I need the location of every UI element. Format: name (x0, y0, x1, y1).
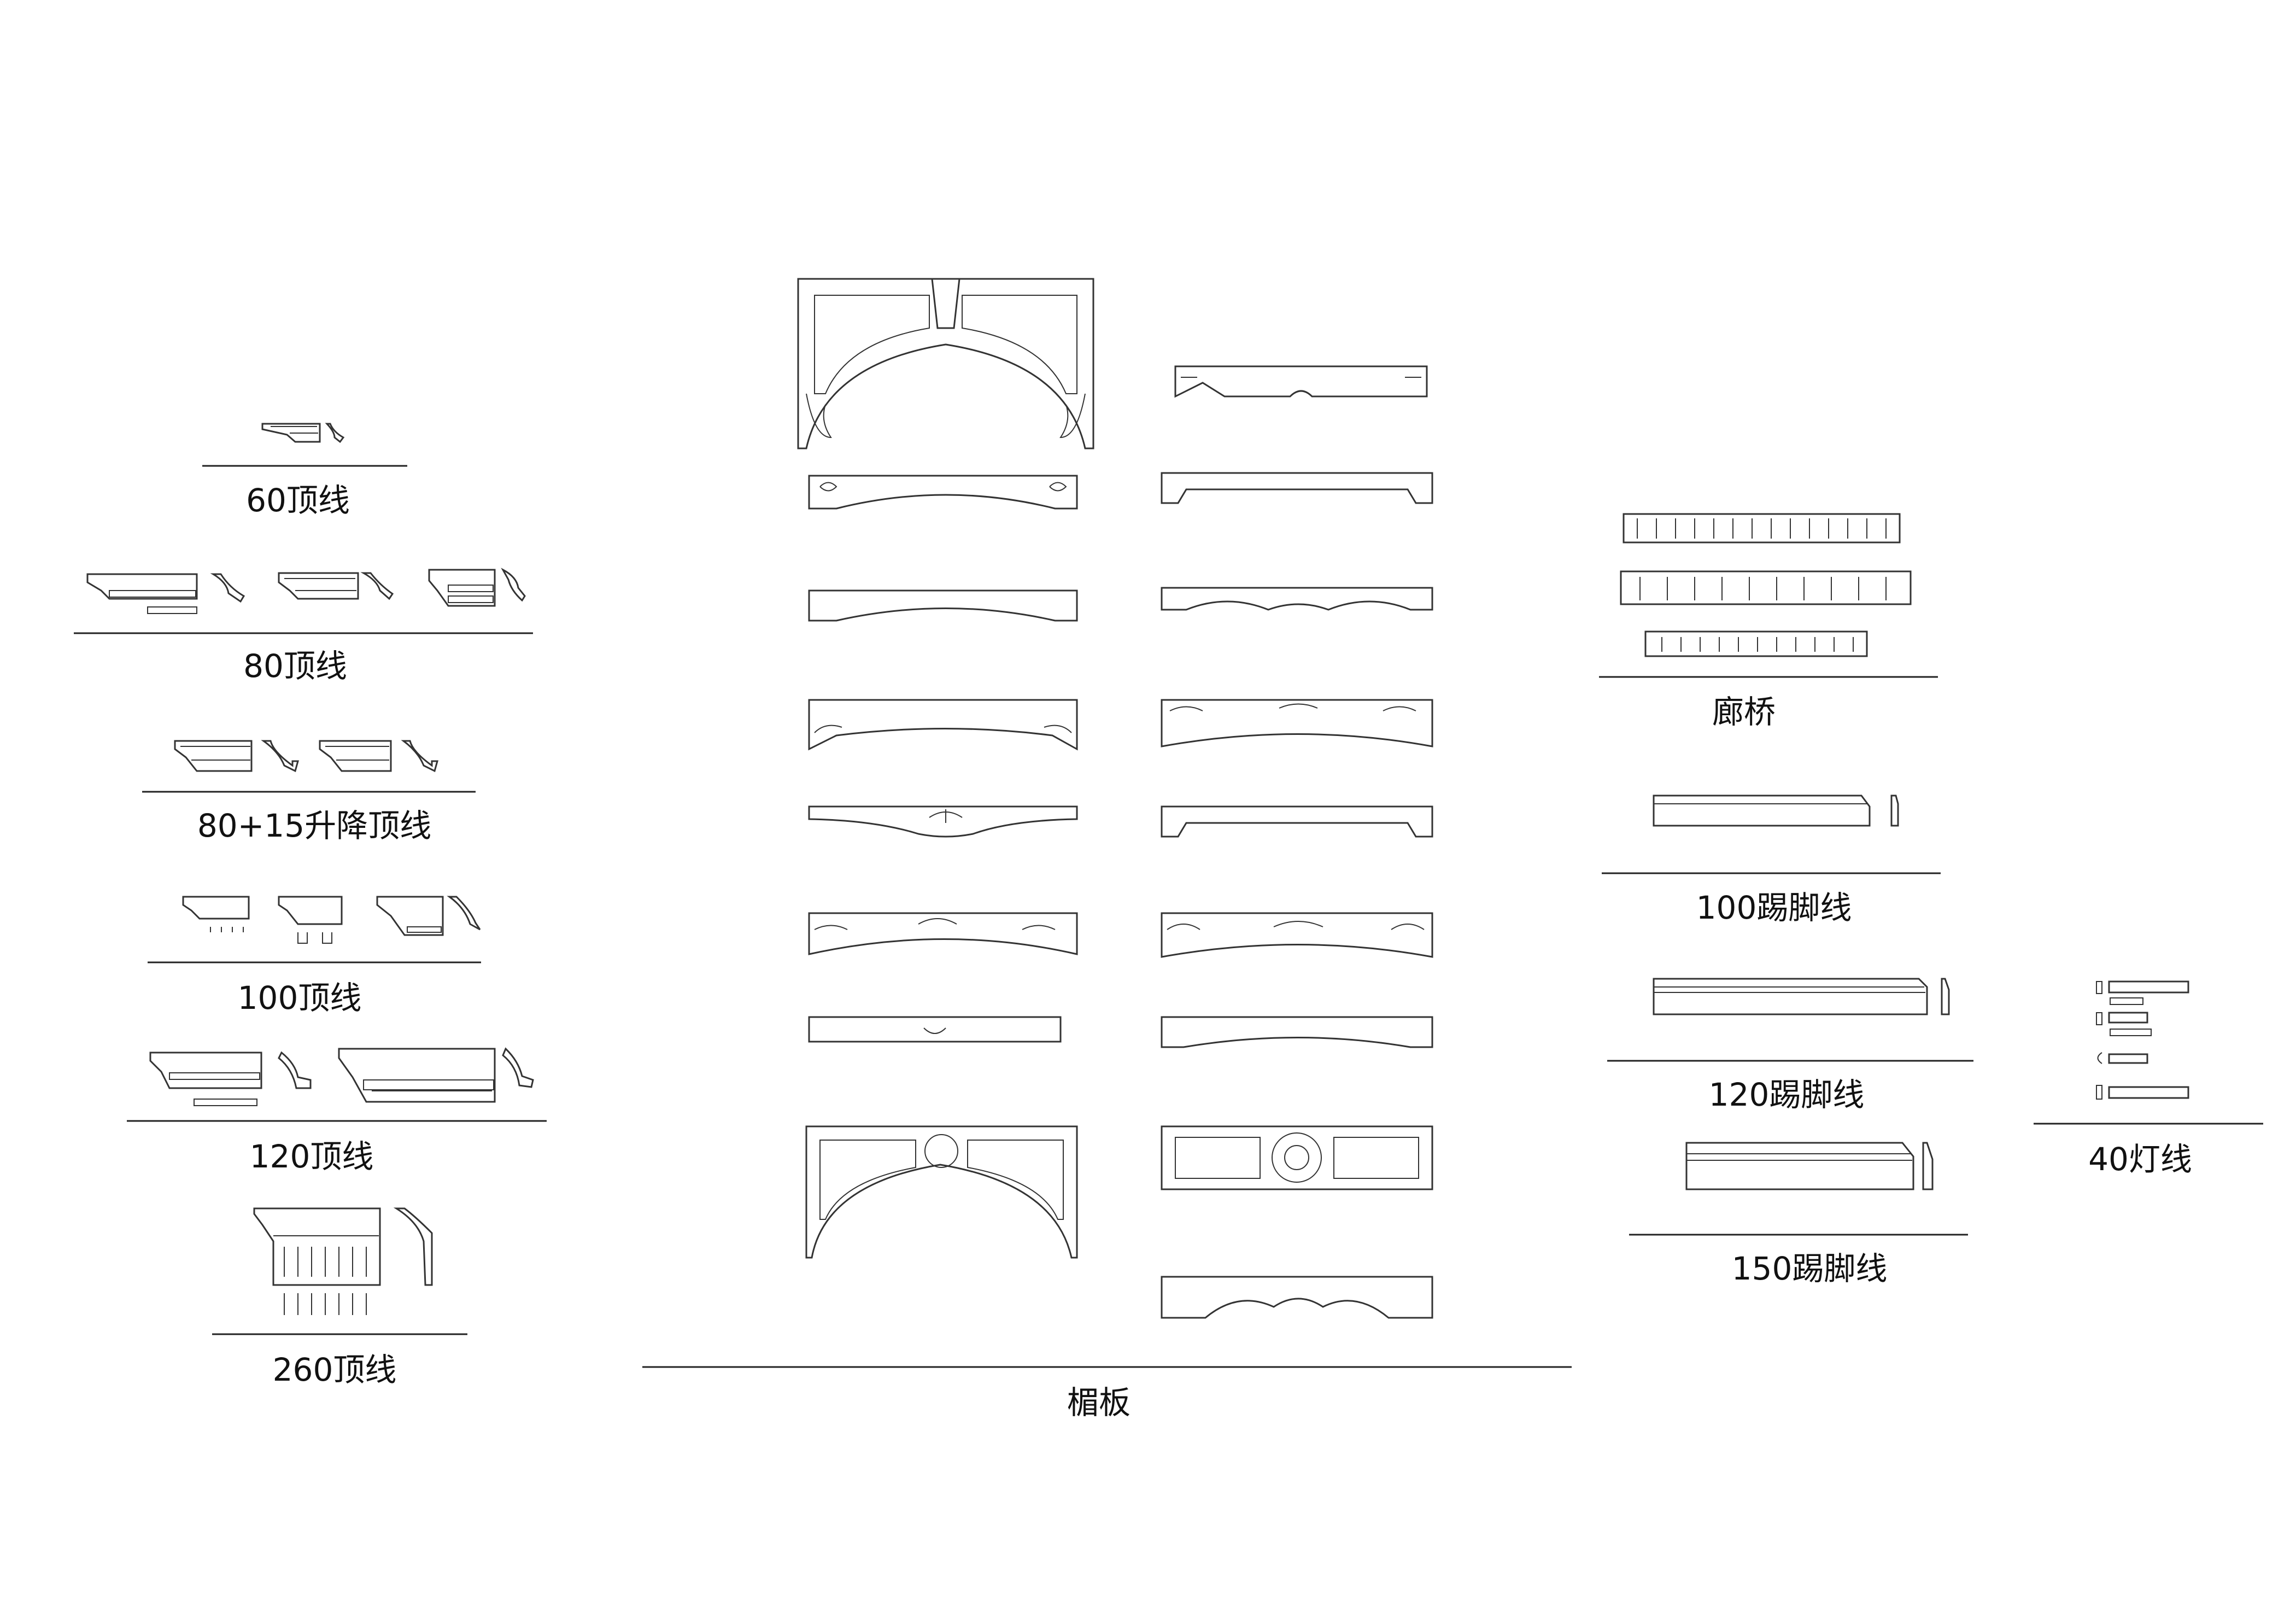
skirting-100-profile (1890, 795, 1899, 827)
crown-80-15-elevation-b (319, 740, 392, 772)
gallery-railing-b (1620, 570, 1912, 605)
crown-60-label: 60顶线 (246, 482, 350, 519)
crown-60-elevation (261, 423, 321, 443)
lintel-group: 楣板 (642, 278, 1572, 1421)
lintel-panel-arched-medallion (805, 1125, 1078, 1259)
skirting-150-profile (1922, 1142, 1934, 1190)
lintel-panel-arched-corner-ornament (808, 912, 1078, 955)
crown-80-15-label: 80+15升降顶线 (197, 807, 431, 844)
lintel-panel-corner-scroll (808, 699, 1078, 751)
crown-80-15-group: 80+15升降顶线 (142, 740, 476, 844)
gallery-group: 廊桥 (1599, 513, 1938, 731)
skirting-120-label: 120踢脚线 (1709, 1076, 1865, 1113)
crown-80-profile-c (501, 568, 526, 602)
crown-80-dentil-elevation (86, 573, 198, 614)
crown-100-group: 100顶线 (148, 896, 481, 1017)
crown-260-profile (393, 1207, 433, 1286)
lintel-panel-center-shell (808, 1016, 1062, 1043)
light-40-strip-a (2096, 980, 2189, 1005)
skirting-100-elevation (1653, 795, 1871, 827)
crown-100-elevation-b (278, 896, 343, 944)
gallery-label: 廊桥 (1712, 693, 1776, 731)
crown-120-profile-b (502, 1047, 534, 1088)
lintel-panel-rosette (1161, 1125, 1433, 1190)
lintel-panel-floral-arch (1161, 912, 1433, 958)
crown-260-group: 260顶线 (212, 1207, 467, 1388)
light-40-strip-c (2097, 1052, 2148, 1064)
crown-80-15-profile-a (261, 740, 299, 773)
lintel-label: 楣板 (1067, 1384, 1131, 1421)
crown-60-group: 60顶线 (202, 423, 407, 519)
crown-260-fluted-elevation (253, 1207, 381, 1315)
lintel-panel-floral-garland (1161, 699, 1433, 747)
lintel-panel-double-scallop (1161, 587, 1433, 611)
skirting-100-group: 100踢脚线 (1602, 795, 1941, 926)
lintel-panel-arched-keystone (797, 278, 1094, 449)
lintel-panel-stepped-b (1161, 805, 1433, 838)
lintel-panel-leaf-arched (808, 475, 1078, 510)
light-40-label: 40灯线 (2088, 1141, 2192, 1178)
crown-80-group: 80顶线 (74, 568, 533, 685)
skirting-150-label: 150踢脚线 (1732, 1250, 1888, 1287)
crown-60-profile (325, 423, 345, 443)
lintel-panel-inverted-arch (1161, 1016, 1433, 1048)
lintel-panel-plain-arch (808, 589, 1078, 622)
light-40-group: 40灯线 (2034, 980, 2263, 1178)
crown-120-profile-a (278, 1051, 312, 1089)
skirting-120-profile (1941, 978, 1950, 1015)
lintel-panel-stepped (1161, 472, 1433, 504)
crown-80-profile-b (360, 572, 394, 600)
crown-80-label: 80顶线 (243, 647, 347, 685)
skirting-150-elevation (1685, 1142, 1914, 1190)
crown-100-elevation-a (182, 896, 250, 932)
skirting-100-label: 100踢脚线 (1696, 889, 1852, 926)
crown-100-elevation-c (376, 896, 444, 936)
lintel-panel-scalloped-cornered (1174, 365, 1428, 398)
crown-100-profile (447, 896, 481, 931)
crown-100-label: 100顶线 (238, 979, 362, 1017)
gallery-railing-c (1644, 630, 1868, 657)
crown-80-ornate-elevation (428, 569, 496, 607)
crown-120-dentil-elevation (149, 1051, 262, 1106)
crown-80-15-profile-b (401, 740, 438, 773)
skirting-120-group: 120踢脚线 (1607, 978, 1973, 1113)
light-40-strip-b (2096, 1012, 2152, 1036)
gallery-railing-a (1623, 513, 1901, 544)
skirting-150-group: 150踢脚线 (1629, 1142, 1968, 1287)
crown-80-profile-a (210, 573, 245, 603)
light-40-strip-d (2096, 1085, 2189, 1100)
crown-120-group: 120顶线 (127, 1047, 547, 1175)
crown-260-label: 260顶线 (273, 1351, 397, 1388)
crown-120-fret-elevation (338, 1048, 496, 1103)
lintel-panel-wide-scallop (1161, 1276, 1433, 1319)
lintel-panel-center-ornament (808, 805, 1078, 838)
crown-80-plain-elevation (278, 572, 359, 600)
crown-80-15-elevation-a (174, 740, 253, 772)
crown-120-label: 120顶线 (250, 1138, 374, 1175)
skirting-120-elevation (1653, 978, 1928, 1015)
